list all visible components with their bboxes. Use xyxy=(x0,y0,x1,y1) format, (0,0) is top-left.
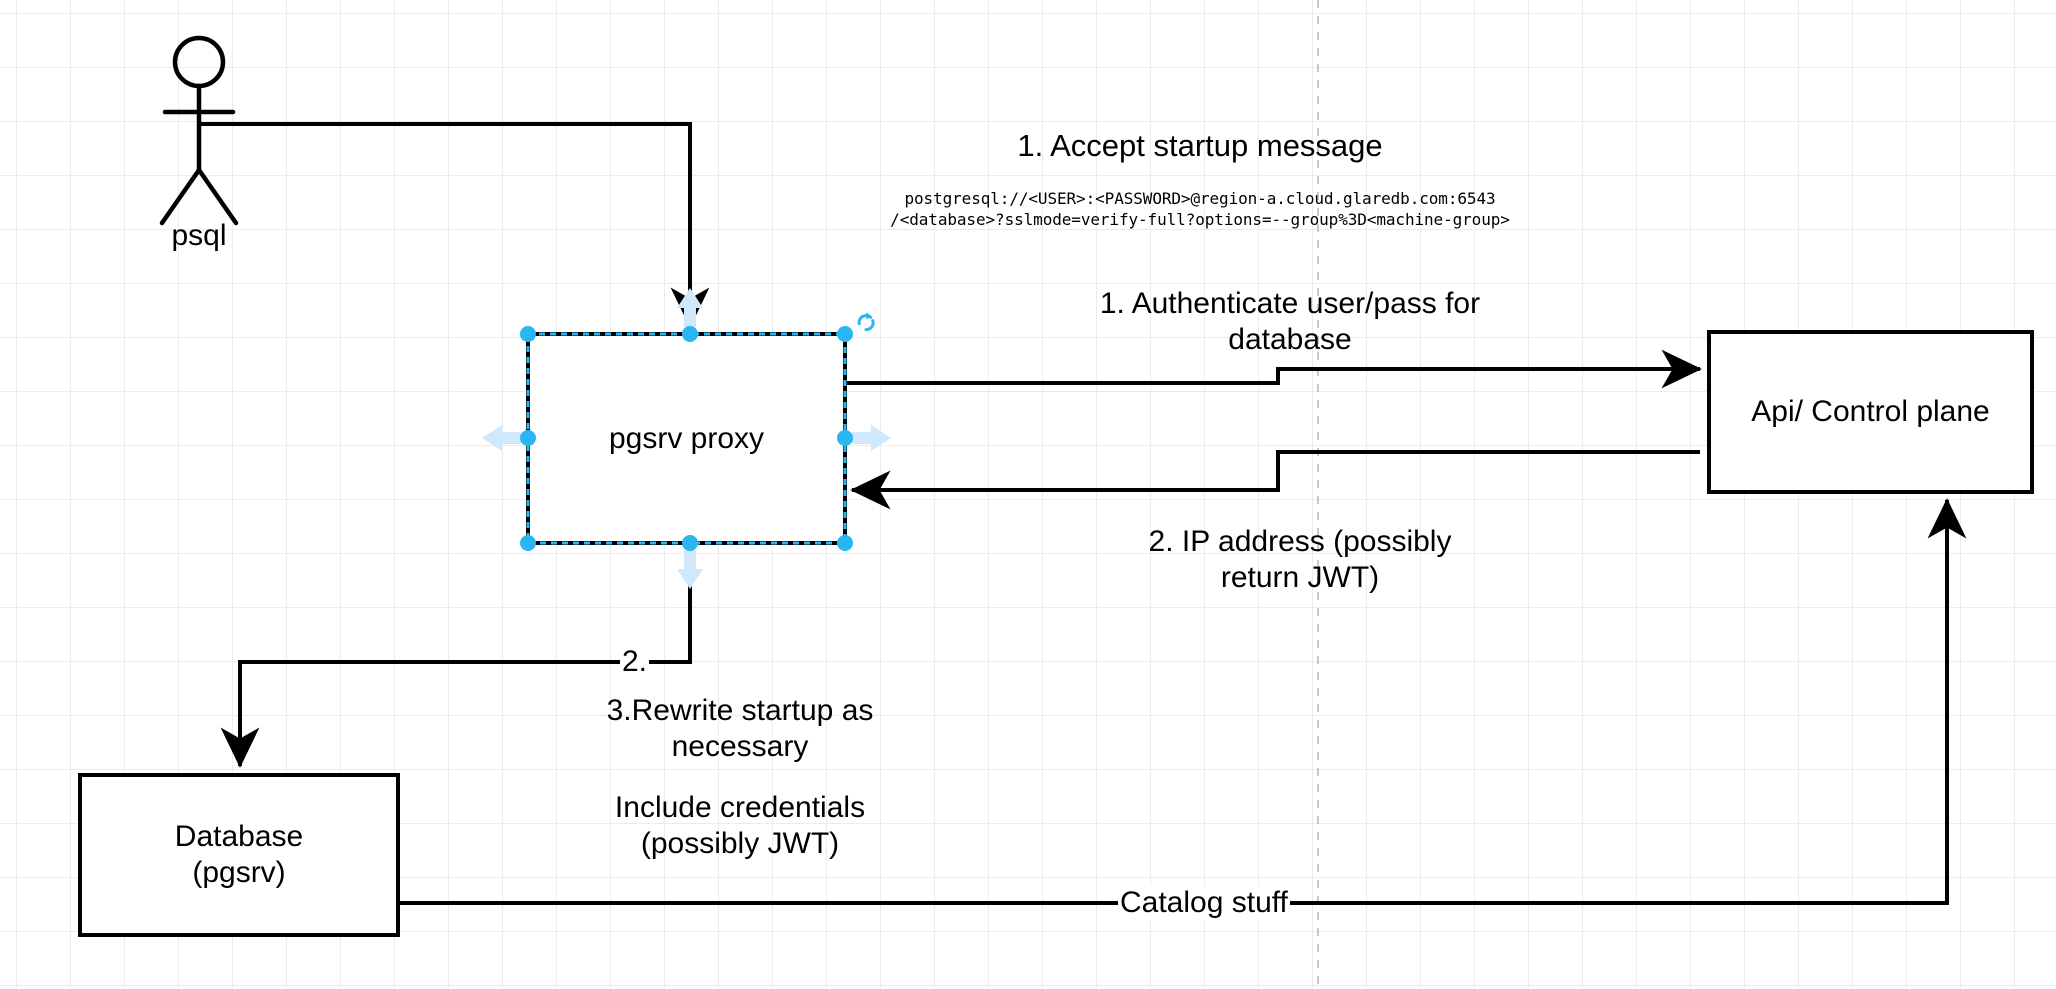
edge-proxy-to-database xyxy=(220,545,692,768)
handle-top-right[interactable] xyxy=(837,326,853,342)
direction-arrow-right xyxy=(852,425,891,451)
handle-middle-left[interactable] xyxy=(520,430,536,446)
direction-arrow-left xyxy=(482,425,521,451)
direction-arrow-up xyxy=(677,288,703,327)
handle-top-center[interactable] xyxy=(682,326,698,342)
handle-bottom-left[interactable] xyxy=(520,535,536,551)
handle-middle-right[interactable] xyxy=(837,430,853,446)
handle-bottom-center[interactable] xyxy=(682,535,698,551)
edge-label-step-two: 2. xyxy=(620,645,650,679)
edge-database-to-api xyxy=(399,498,1967,905)
direction-arrow-down xyxy=(677,550,703,589)
node-database-label-line2: (pgsrv) xyxy=(192,856,286,889)
edge-psql-to-proxy xyxy=(199,122,710,328)
node-api-control-plane-label: Api/ Control plane xyxy=(1751,395,1990,428)
rotate-handle-icon[interactable] xyxy=(855,311,877,333)
node-database-label-line1: Database xyxy=(174,820,304,853)
edge-label-catalog-stuff: Catalog stuff xyxy=(1118,886,1290,920)
node-pgsrv-proxy-label: pgsrv proxy xyxy=(608,421,765,455)
edge-proxy-to-api xyxy=(847,349,1702,389)
node-database-label: Database (pgsrv) xyxy=(80,775,398,935)
node-api-control-plane-rect xyxy=(1707,330,2034,494)
actor-psql-figure xyxy=(159,35,239,226)
edge-api-to-proxy xyxy=(850,450,1700,510)
handle-bottom-right[interactable] xyxy=(837,535,853,551)
node-database-rect xyxy=(78,773,400,937)
handle-top-left[interactable] xyxy=(520,326,536,342)
